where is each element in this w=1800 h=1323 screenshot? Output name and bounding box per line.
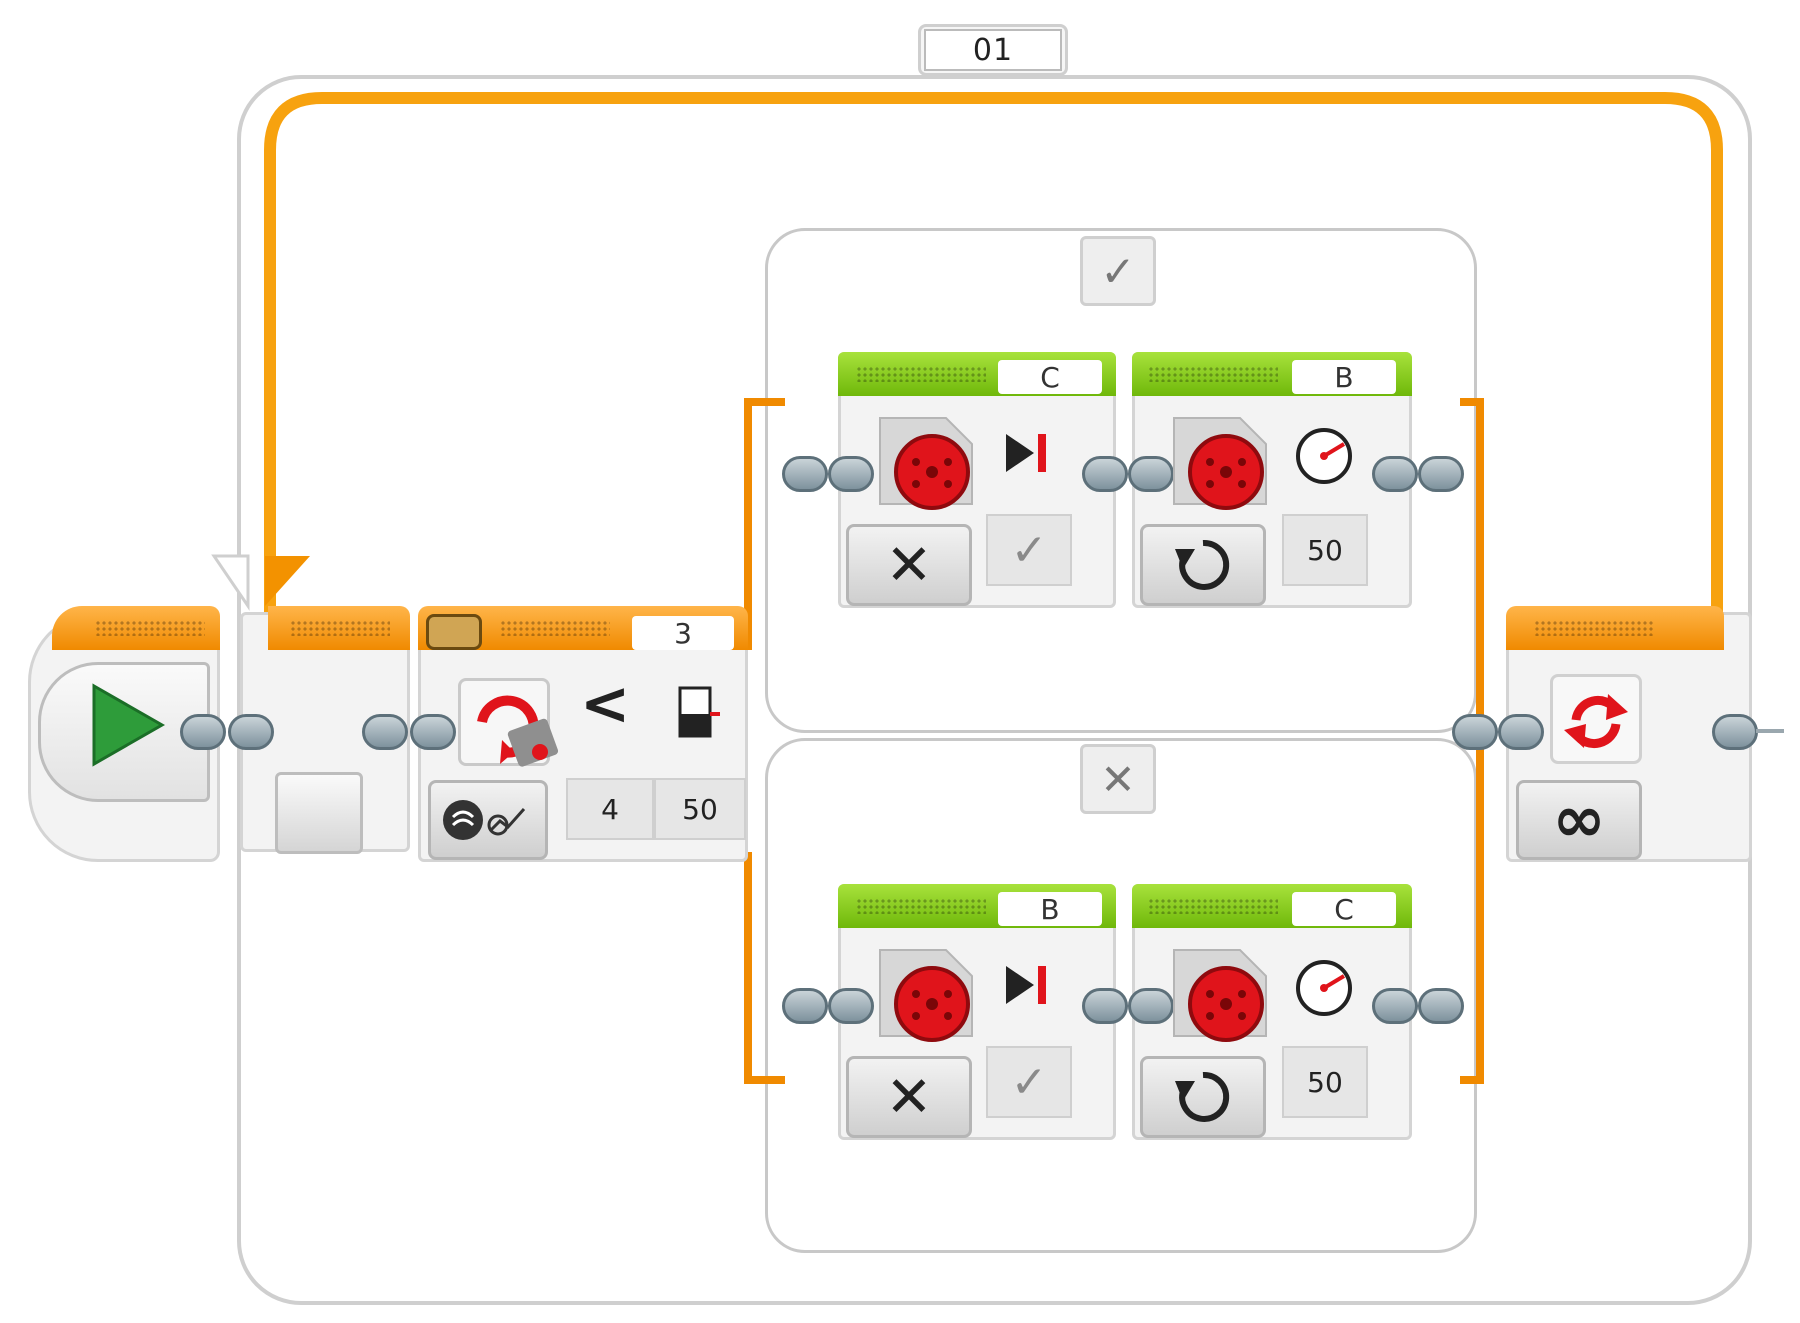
power-gauge-icon — [1296, 428, 1352, 484]
loop-repeat-icon — [1564, 694, 1628, 748]
true-motor-b-power[interactable]: 50 — [1282, 514, 1368, 586]
loop-end-out-connector[interactable] — [1712, 714, 1758, 750]
true-motor-c-out[interactable] — [1082, 456, 1128, 492]
start-block-grip — [95, 620, 205, 636]
true-out-connector[interactable] — [1418, 456, 1464, 492]
loop-icon-box[interactable] — [1550, 674, 1642, 764]
large-motor-icon — [879, 417, 973, 510]
true-motor-c-grip — [856, 366, 986, 382]
false-motor-b-mode-button[interactable]: ✕ — [846, 1056, 972, 1138]
start-block-header — [52, 606, 220, 650]
loop-end-in-connector[interactable] — [1498, 714, 1544, 750]
stop-motor-icon — [1006, 434, 1046, 472]
true-motor-b-mode-button[interactable] — [1140, 524, 1266, 606]
true-motor-c-mode-button[interactable]: ✕ — [846, 524, 972, 606]
threshold-icon — [678, 686, 720, 738]
large-motor-icon — [1173, 417, 1267, 510]
true-motor-b-in[interactable] — [1128, 456, 1174, 492]
sensor-mode-button[interactable] — [428, 780, 548, 860]
switch-in-connector[interactable] — [410, 714, 456, 750]
switch-port-icon — [426, 614, 482, 650]
rotate-icon — [1175, 539, 1230, 590]
false-in-connector[interactable] — [782, 988, 828, 1024]
true-motor-c-port[interactable]: C — [998, 360, 1102, 394]
true-motor-c-in[interactable] — [828, 456, 874, 492]
false-case-tab[interactable]: ✕ — [1080, 744, 1156, 814]
false-motor-c-in[interactable] — [1128, 988, 1174, 1024]
loop-in-connector[interactable] — [228, 714, 274, 750]
large-motor-icon — [879, 949, 973, 1042]
rotate-icon — [1175, 1071, 1230, 1122]
loop-name-box[interactable]: 01 — [918, 24, 1068, 76]
false-motor-b-port[interactable]: B — [998, 892, 1102, 926]
false-motor-b-brake[interactable]: ✓ — [986, 1046, 1072, 1118]
large-motor-icon — [1173, 949, 1267, 1042]
true-case-tab[interactable]: ✓ — [1080, 236, 1156, 306]
true-motor-b-grip — [1148, 366, 1278, 382]
threshold-value[interactable]: 50 — [654, 778, 746, 840]
false-motor-b-in[interactable] — [828, 988, 874, 1024]
false-motor-c-mode-button[interactable] — [1140, 1056, 1266, 1138]
true-motor-b-port[interactable]: B — [1292, 360, 1396, 394]
stop-motor-icon — [1006, 966, 1046, 1004]
loop-start-grip — [290, 620, 390, 636]
true-motor-b-out[interactable] — [1372, 456, 1418, 492]
switch-port-label[interactable]: 3 — [632, 616, 734, 650]
start-out-connector[interactable] — [180, 714, 226, 750]
false-motor-b-out[interactable] — [1082, 988, 1128, 1024]
compare-type-value[interactable]: 4 — [566, 778, 654, 840]
false-out-connector[interactable] — [1418, 988, 1464, 1024]
false-motor-c-grip — [1148, 898, 1278, 914]
switch-out-connector[interactable] — [1452, 714, 1498, 750]
power-gauge-icon — [1296, 960, 1352, 1016]
loop-name[interactable]: 01 — [924, 29, 1062, 71]
loop-end-grip — [1534, 620, 1654, 636]
loop-start-out-connector[interactable] — [362, 714, 408, 750]
true-motor-c-brake[interactable]: ✓ — [986, 514, 1072, 586]
false-motor-b-grip — [856, 898, 986, 914]
true-in-connector[interactable] — [782, 456, 828, 492]
loop-mode-button[interactable]: ∞ — [1516, 780, 1642, 860]
loop-exit-wire — [1756, 729, 1784, 733]
switch-grip — [500, 620, 610, 636]
false-motor-c-out[interactable] — [1372, 988, 1418, 1024]
play-icon — [92, 683, 166, 767]
loop-data-tab[interactable] — [275, 772, 363, 854]
compare-operator: < — [580, 669, 631, 739]
color-sensor-icon — [477, 695, 559, 767]
false-motor-c-port[interactable]: C — [1292, 892, 1396, 926]
loop-end-header — [1506, 606, 1724, 650]
compare-mode-icon — [443, 800, 526, 840]
loop-start-header — [268, 606, 410, 650]
false-motor-c-power[interactable]: 50 — [1282, 1046, 1368, 1118]
